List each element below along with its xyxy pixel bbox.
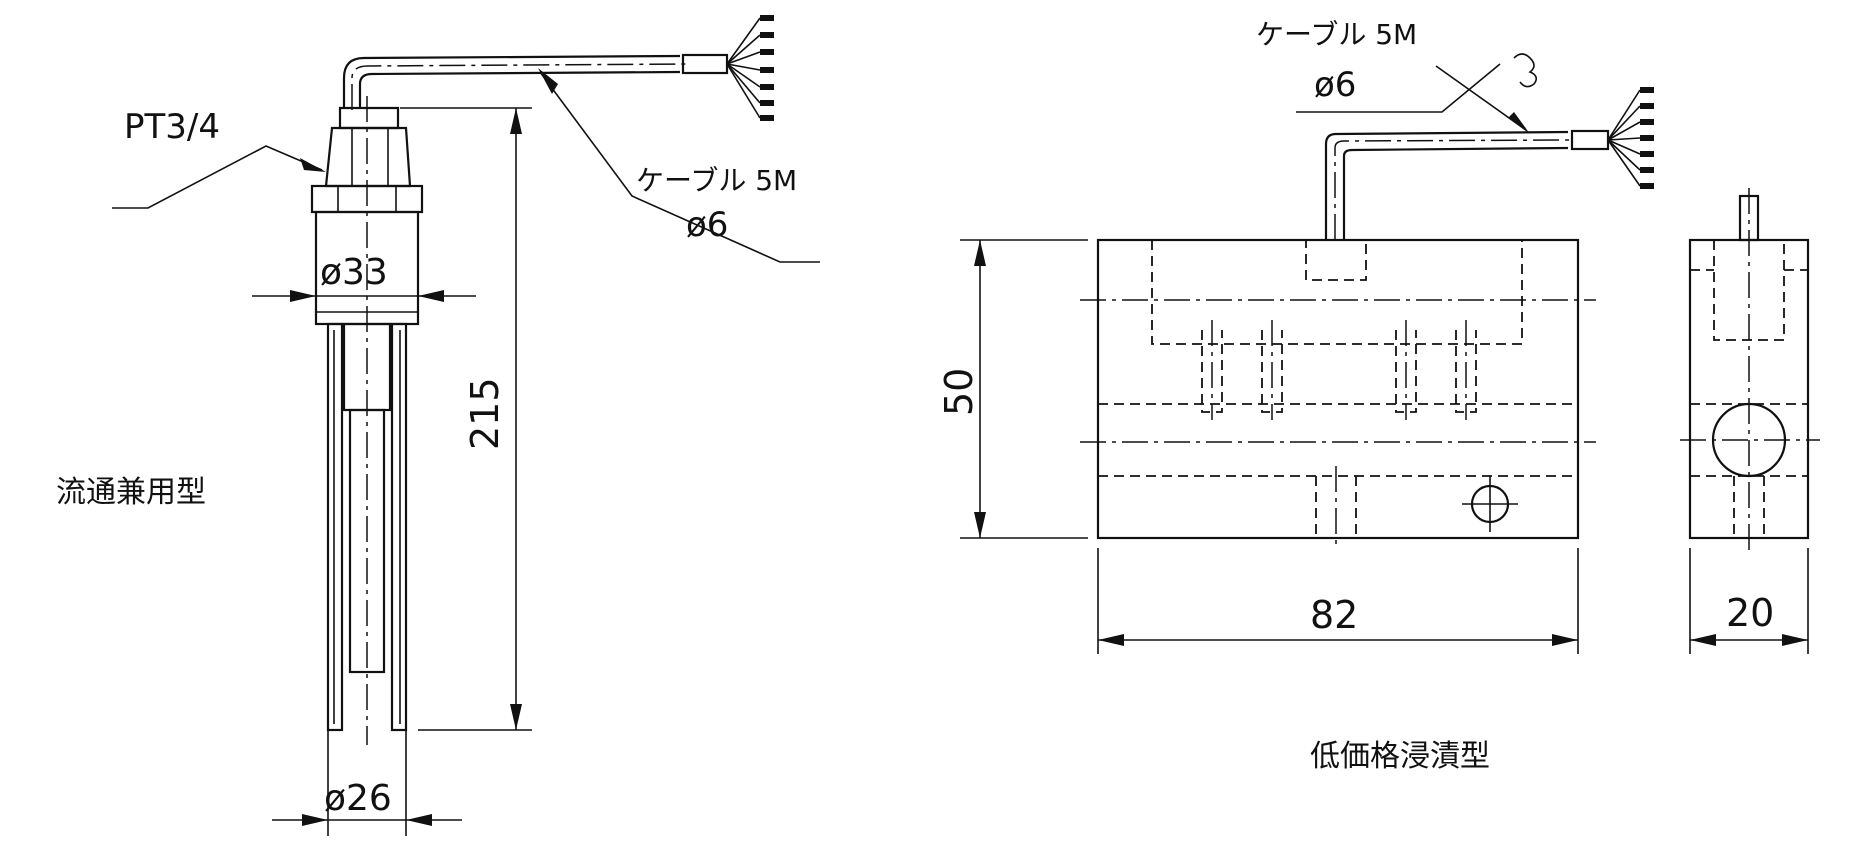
right-cable-callout: ケーブル 5M ø6 [1256,18,1530,134]
body-diameter: ø33 [320,252,388,293]
height-dimension-right: 50 [937,239,1088,539]
base-diameter-dimension: ø26 [272,730,462,836]
right-cable [1324,53,1654,240]
right-type-label: 低価格浸漬型 [1310,739,1490,774]
height-dimension-left: 215 [400,107,532,731]
height-value-left: 215 [463,377,507,450]
right-drawing: ケーブル 5M ø6 [937,18,1820,774]
left-body [310,96,424,745]
left-type-label: 流通兼用型 [56,475,206,510]
height-value-right: 50 [937,368,981,416]
left-cable [342,15,774,121]
depth-value: 20 [1726,591,1774,635]
body-diameter-dimension: ø33 [252,252,476,302]
right-cable-label: ケーブル 5M [1256,18,1417,51]
width-value: 82 [1310,593,1358,637]
thread-label: PT3/4 [124,107,220,147]
left-cable-diameter: ø6 [686,205,728,245]
left-cable-callout: ケーブル 5M ø6 [538,68,820,263]
thread-callout: PT3/4 [112,107,326,209]
left-drawing: PT3/4 ケーブル 5M ø6 ø33 215 [56,15,820,836]
width-dimension: 82 [1097,548,1579,654]
depth-dimension: 20 [1689,548,1809,654]
right-cable-diameter: ø6 [1314,65,1356,105]
base-diameter: ø26 [324,778,392,819]
left-cable-label: ケーブル 5M [636,164,797,197]
side-view [1680,188,1820,550]
front-view [1080,238,1596,550]
